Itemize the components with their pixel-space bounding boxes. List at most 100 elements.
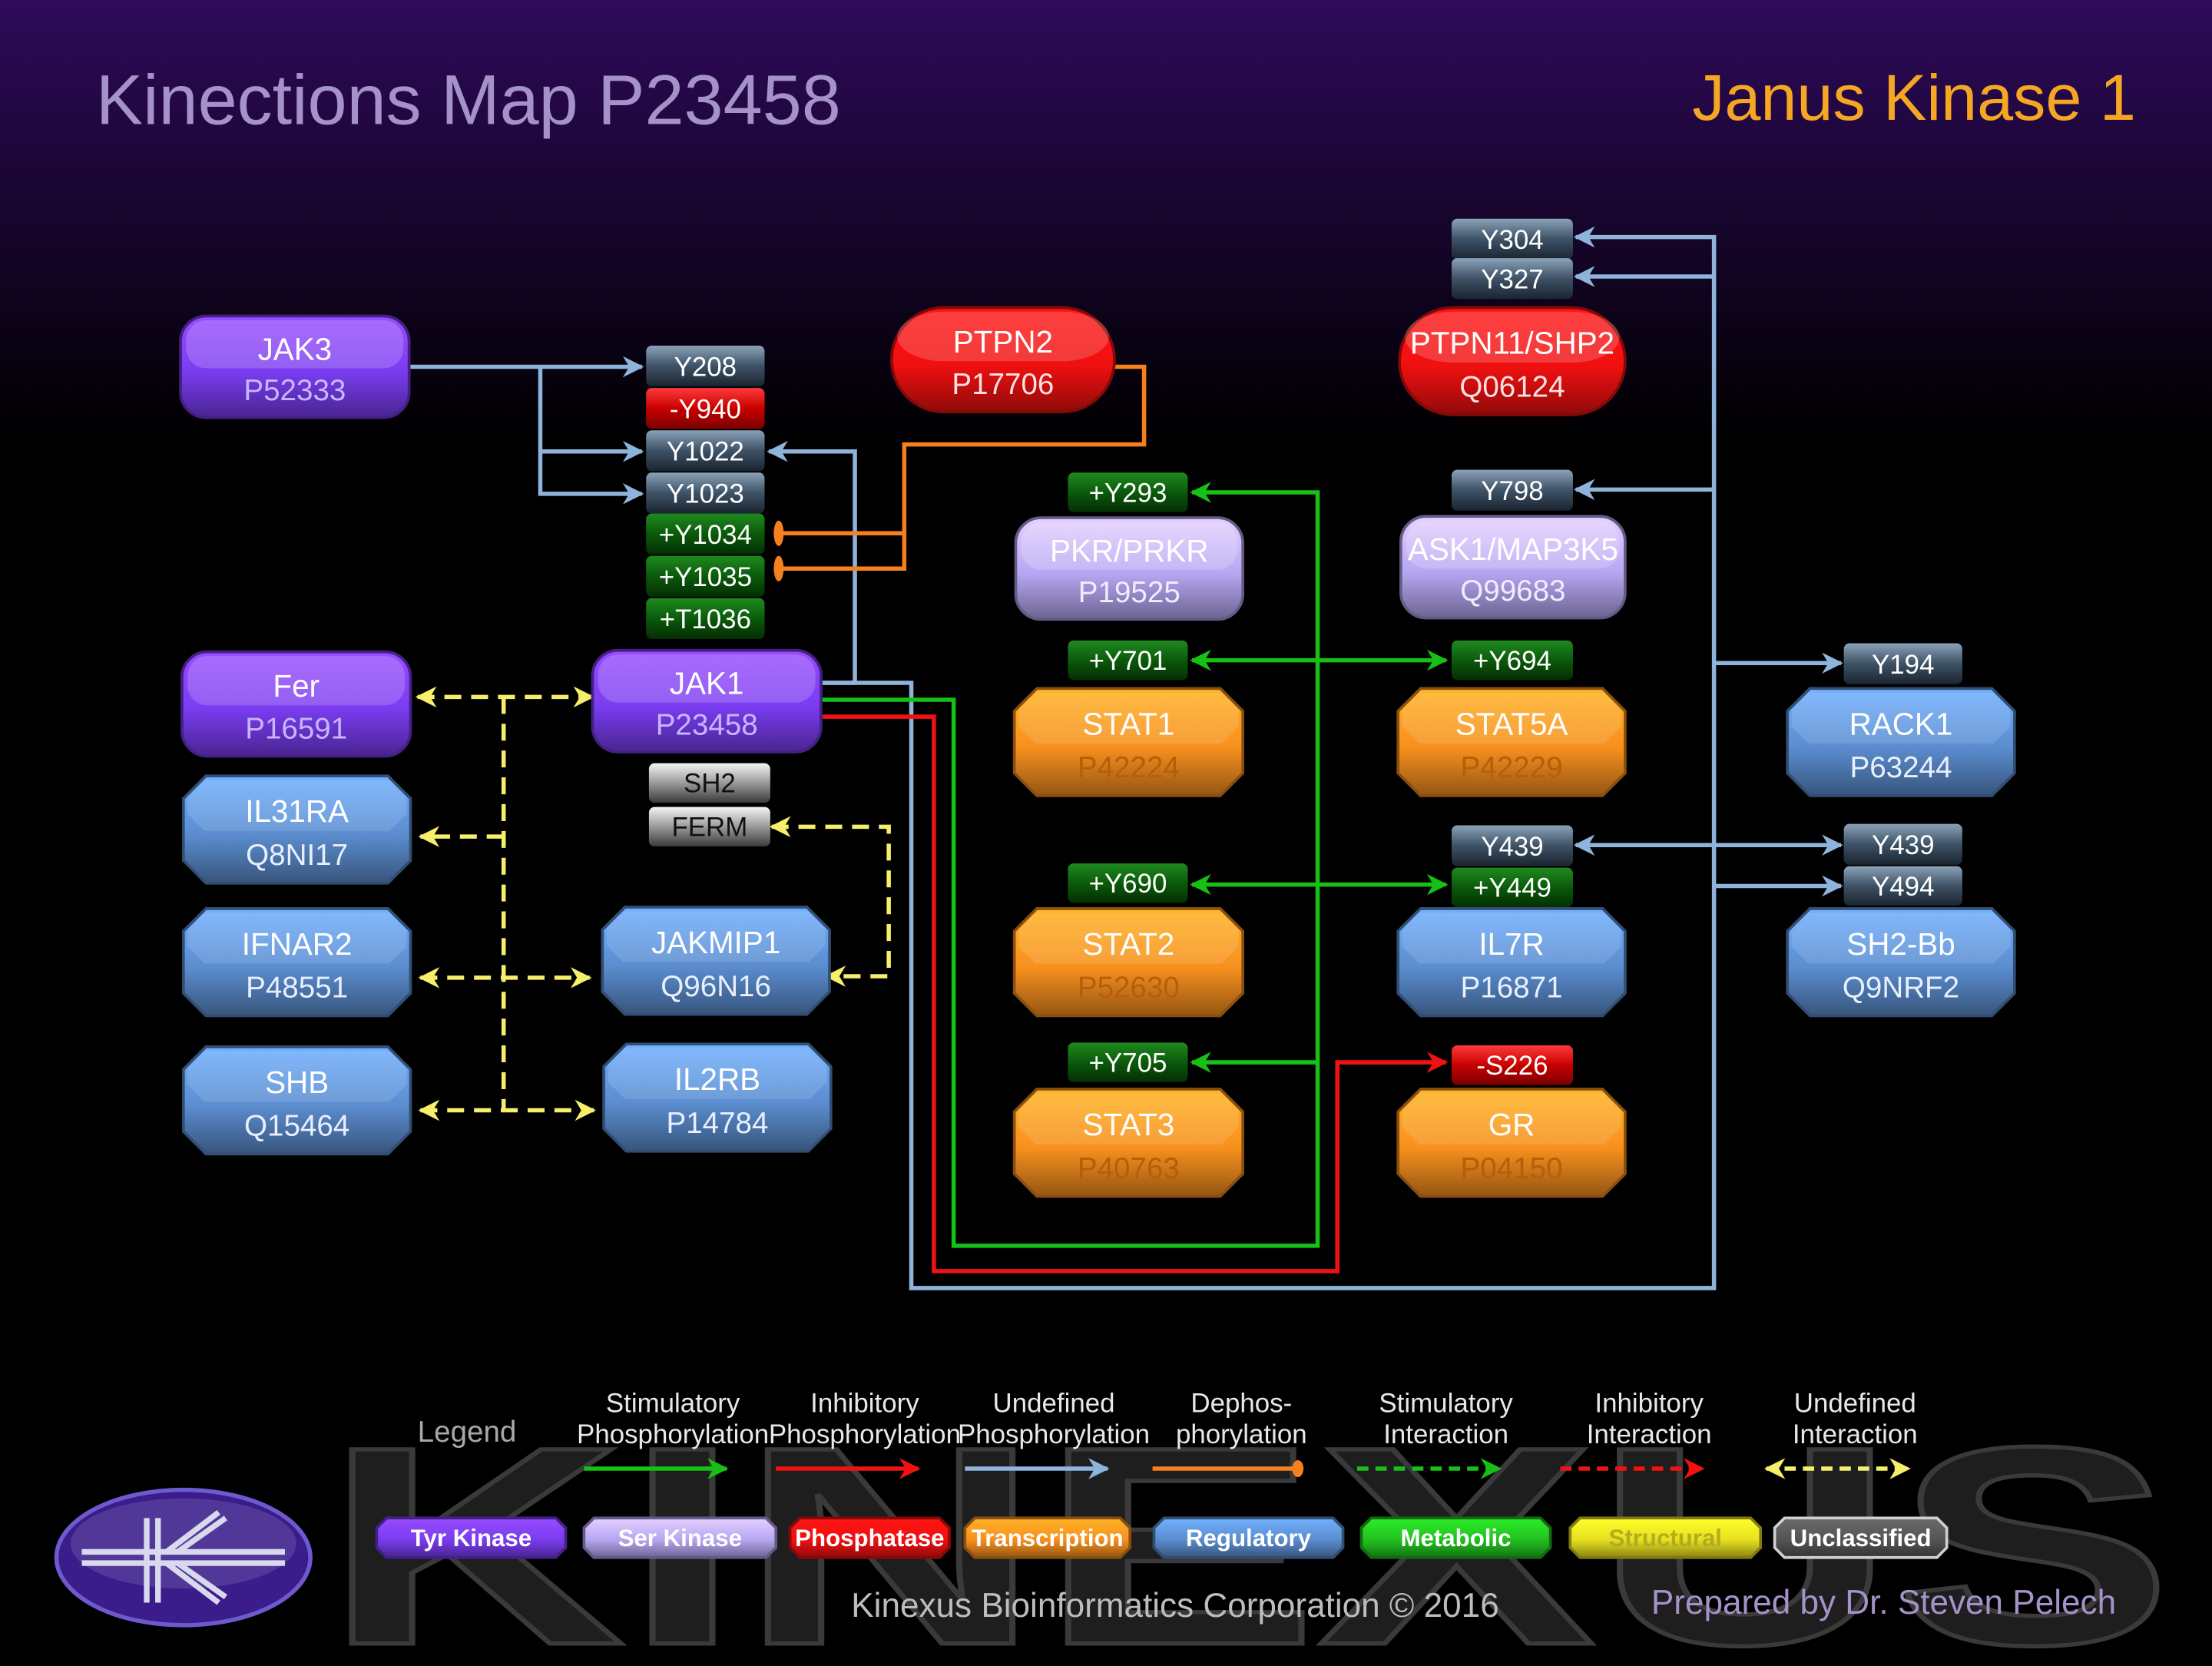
- protein-accession: Q15464: [244, 1110, 349, 1143]
- site-y439b[interactable]: Y439: [1843, 823, 1962, 865]
- site-y1035[interactable]: +Y1035: [646, 555, 765, 597]
- legend-class-transcription: Transcription: [963, 1516, 1132, 1559]
- protein-accession: P63244: [1850, 751, 1952, 784]
- site-label: Y1022: [667, 437, 744, 467]
- site-box: [1843, 866, 1962, 906]
- site-label: Y327: [1481, 265, 1543, 295]
- legend-arrow-label-2: Phosphorylation: [769, 1419, 961, 1449]
- legend-arrow-label-1: Inhibitory: [1594, 1389, 1704, 1419]
- protein-shb-shape: [181, 1045, 412, 1156]
- legend-arrow-label-2: Phosphorylation: [958, 1419, 1150, 1449]
- protein-name: Fer: [273, 668, 320, 704]
- site-y798[interactable]: Y798: [1451, 469, 1573, 511]
- site-y304[interactable]: Y304: [1451, 218, 1573, 260]
- inhibitory-phosphorylation-lines: [822, 714, 1449, 1274]
- protein-gr-shape: [1396, 1088, 1627, 1198]
- site-y449[interactable]: +Y449: [1451, 867, 1573, 908]
- legend-class-structural: Structural: [1568, 1516, 1763, 1559]
- protein-stat3-shape: [1012, 1088, 1244, 1198]
- protein-ask1-shape: [1399, 515, 1627, 620]
- legend-class-label: Tyr Kinase: [411, 1525, 531, 1552]
- site-t1036[interactable]: +T1036: [646, 598, 765, 640]
- legend-class-swatch: [1773, 1516, 1949, 1559]
- protein-accession: P42229: [1461, 751, 1563, 784]
- site-y439a[interactable]: Y439: [1451, 825, 1573, 866]
- legend-class-phosphatase: Phosphatase: [788, 1516, 951, 1559]
- site-label: Y439: [1481, 832, 1543, 862]
- site-y1034[interactable]: +Y1034: [646, 513, 765, 555]
- site-y327[interactable]: Y327: [1451, 258, 1573, 300]
- site-box: [1068, 640, 1188, 681]
- legend-class-label: Phosphatase: [795, 1525, 944, 1552]
- site-ferm[interactable]: FERM: [648, 807, 770, 847]
- page-subtitle: Janus Kinase 1: [1692, 61, 2136, 134]
- undefined-interaction-lines: [415, 686, 891, 1121]
- legend-arrow-label-1: Stimulatory: [606, 1389, 740, 1419]
- legend-arrow-label-1: Dephos-: [1190, 1389, 1292, 1419]
- protein-il31ra-shape: [181, 774, 412, 885]
- site-label: Y798: [1481, 476, 1543, 506]
- site-y194[interactable]: Y194: [1843, 643, 1962, 684]
- legend-dephos: Dephos-phorylation: [1152, 1389, 1307, 1478]
- site-y690[interactable]: +Y690: [1068, 863, 1188, 903]
- site-y705[interactable]: +Y705: [1068, 1042, 1188, 1082]
- site-y1023[interactable]: Y1023: [646, 472, 765, 514]
- site-label: +Y694: [1473, 646, 1551, 676]
- legend-title: Legend: [418, 1416, 517, 1449]
- protein-accession: P48551: [246, 972, 348, 1005]
- legend-class-swatch: [375, 1516, 568, 1559]
- protein-name: PKR/PRKR: [1050, 533, 1208, 568]
- site-label: +Y705: [1089, 1048, 1167, 1078]
- site-y293[interactable]: +Y293: [1068, 472, 1188, 512]
- legend-class-label: Ser Kinase: [618, 1525, 742, 1552]
- site-sh2[interactable]: SH2: [648, 763, 770, 803]
- protein-jakmip1-shape: [601, 906, 831, 1016]
- site-s226[interactable]: -S226: [1451, 1045, 1573, 1085]
- legend-class-label: Structural: [1609, 1525, 1722, 1552]
- site-label: Y1023: [667, 479, 744, 509]
- dephosphorylation-lines: [773, 364, 1147, 581]
- protein-name: PTPN11/SHP2: [1410, 325, 1614, 360]
- protein-name: GR: [1488, 1107, 1535, 1142]
- site-y940[interactable]: -Y940: [646, 388, 765, 429]
- protein-name: STAT2: [1083, 926, 1175, 962]
- site-y1022[interactable]: Y1022: [646, 430, 765, 472]
- site-box: [1451, 867, 1573, 908]
- site-label: Y304: [1481, 225, 1543, 255]
- protein-ifnar2-shape: [181, 907, 412, 1018]
- site-y494[interactable]: Y494: [1843, 866, 1962, 906]
- legend-class-swatch: [788, 1516, 951, 1559]
- copyright-text: Kinexus Bioinformatics Corporation © 201…: [851, 1587, 1498, 1625]
- protein-name: IL7R: [1479, 926, 1544, 962]
- site-y701[interactable]: +Y701: [1068, 640, 1188, 681]
- site-box: [1068, 472, 1188, 512]
- site-box: [1843, 823, 1962, 865]
- legend-class-swatch: [582, 1516, 778, 1559]
- legend-arrow-label-2: Interaction: [1793, 1419, 1918, 1449]
- site-y694[interactable]: +Y694: [1451, 640, 1573, 681]
- site-y208[interactable]: Y208: [646, 345, 765, 387]
